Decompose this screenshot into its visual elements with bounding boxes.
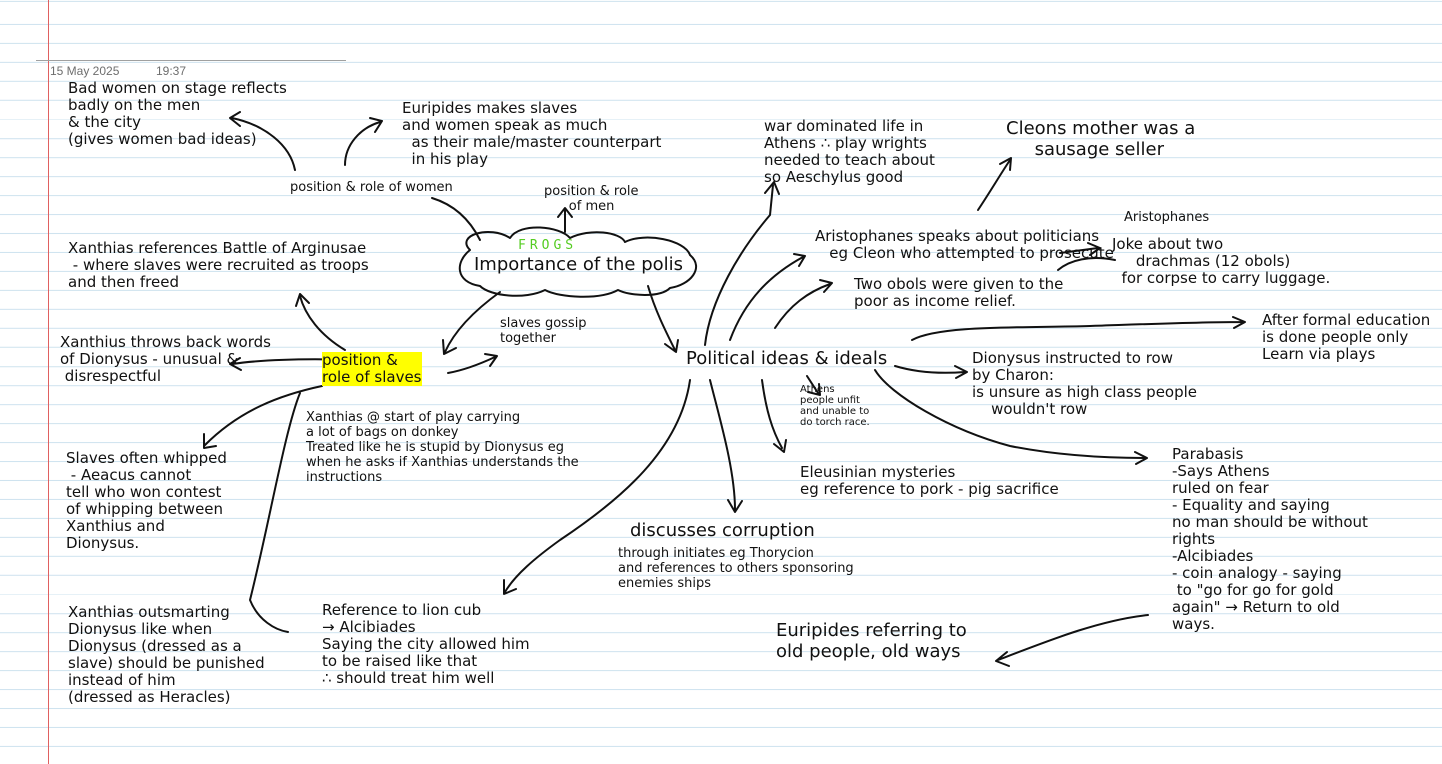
- arrow-to-arginusae: [295, 293, 346, 351]
- arrow-to-women-role: [431, 197, 481, 241]
- page-date: 15 May 2025: [50, 64, 120, 78]
- arrow-to-parabasis: [874, 369, 1148, 465]
- note-euripides-old: Euripides referring to old people, old w…: [776, 620, 967, 662]
- note-education: After formal education is done people on…: [1262, 311, 1431, 363]
- frogs-title: FROGS: [518, 238, 578, 253]
- arrow-to-athens-torch: [806, 375, 821, 396]
- note-corruption-detail: through initiates eg Thorycion and refer…: [618, 546, 854, 591]
- note-aristophanes: Aristophanes: [1124, 210, 1210, 225]
- margin-line: [48, 0, 49, 764]
- arrow-to-obols: [774, 279, 833, 329]
- arrow-to-political: [647, 285, 679, 353]
- note-war: war dominated life in Athens ∴ play wrig…: [764, 117, 935, 186]
- page-time: 19:37: [156, 64, 187, 78]
- center-cloud: [458, 226, 698, 298]
- arrow-to-cleon-mother: [977, 157, 1012, 211]
- note-athens-torch: Athens people unfit and unable to do tor…: [800, 384, 870, 428]
- note-politicians: Aristophanes speaks about politicians eg…: [815, 227, 1114, 262]
- arrow-to-aristophanes: [1059, 242, 1101, 256]
- arrow-to-gossip: [447, 353, 498, 374]
- note-bad-women: Bad women on stage reflects badly on the…: [68, 79, 287, 148]
- note-men-role: position & role of men: [544, 184, 639, 214]
- note-throws-back: Xanthius throws back words of Dionysus -…: [60, 333, 271, 385]
- arrow-to-politicians: [729, 253, 806, 341]
- arrow-to-charon: [894, 365, 968, 379]
- note-lion-cub: Reference to lion cub → Alcibiades Sayin…: [322, 601, 530, 687]
- arrow-to-war: [704, 181, 780, 346]
- note-euripides-slaves: Euripides makes slaves and women speak a…: [402, 99, 662, 168]
- note-outsmarting: Xanthias outsmarting Dionysus like when …: [68, 603, 265, 706]
- note-women-role: position & role of women: [290, 180, 453, 195]
- note-slaves-role: position & role of slaves: [322, 351, 422, 386]
- note-parabasis: Parabasis -Says Athens ruled on fear - E…: [1172, 445, 1368, 633]
- note-joke: Joke about two drachmas (12 obols) for c…: [1112, 235, 1331, 287]
- arrow-to-bad-women: [229, 111, 296, 171]
- arrow-to-slaves-role: [442, 291, 501, 355]
- arrow-to-lion: [503, 379, 691, 595]
- central-topic: Importance of the polis: [474, 254, 684, 275]
- note-charon: Dionysus instructed to row by Charon: is…: [972, 349, 1198, 418]
- note-whipped: Slaves often whipped - Aeacus cannot tel…: [66, 449, 227, 552]
- note-cleon-mother: Cleons mother was a sausage seller: [1006, 118, 1196, 160]
- arrow-to-men-role: [557, 207, 573, 233]
- note-bags: Xanthias @ start of play carrying a lot …: [306, 410, 579, 485]
- note-political-ideas: Political ideas & ideals: [686, 348, 888, 369]
- note-arginusae: Xanthias references Battle of Arginusae …: [68, 239, 369, 291]
- arrow-to-whipped: [203, 385, 323, 449]
- arrow-to-education: [911, 316, 1246, 341]
- arrow-to-euripides-old: [995, 614, 1149, 667]
- note-slaves-gossip: slaves gossip together: [500, 316, 587, 346]
- date-rule: [36, 60, 346, 61]
- arrow-obols-to-joke: [1057, 257, 1116, 271]
- arrow-to-outsmarting: [249, 392, 301, 633]
- note-corruption: discusses corruption: [630, 520, 815, 541]
- arrow-to-eleusinian: [761, 379, 787, 453]
- arrow-to-euripides-slaves: [344, 117, 383, 166]
- note-eleusinian: Eleusinian mysteries eg reference to por…: [800, 463, 1059, 498]
- arrow-to-corruption: [709, 379, 743, 513]
- note-obols: Two obols were given to the poor as inco…: [854, 275, 1064, 310]
